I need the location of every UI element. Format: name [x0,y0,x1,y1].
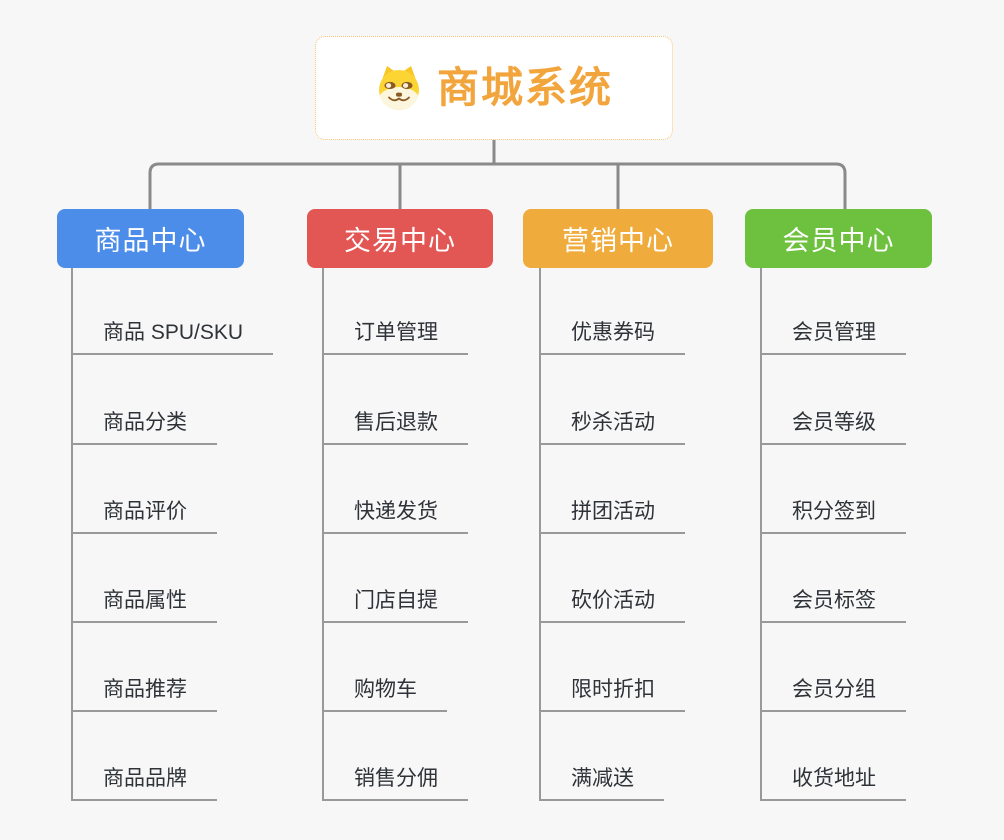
subtopic-product-center-4[interactable]: 商品推荐 [71,672,217,712]
branch-node-member-center[interactable]: 会员中心 [745,209,932,268]
subtopic-marketing-center-2[interactable]: 拼团活动 [539,494,685,534]
subtopic-marketing-center-0[interactable]: 优惠券码 [539,315,685,355]
subtopic-marketing-center-4[interactable]: 限时折扣 [539,672,685,712]
branch-drop-line [539,268,541,801]
subtopic-trade-center-4[interactable]: 购物车 [322,672,447,712]
branch-node-trade-center[interactable]: 交易中心 [307,209,493,268]
subtopic-member-center-0[interactable]: 会员管理 [760,315,906,355]
subtopic-marketing-center-3[interactable]: 砍价活动 [539,583,685,623]
subtopic-trade-center-5[interactable]: 销售分佣 [322,761,468,801]
branch-drop-line [322,268,324,801]
subtopic-member-center-3[interactable]: 会员标签 [760,583,906,623]
root-title: 商城系统 [436,64,613,111]
branch-drop-line [760,268,762,801]
doge-icon [378,66,419,110]
subtopic-marketing-center-1[interactable]: 秒杀活动 [539,405,685,445]
subtopic-member-center-5[interactable]: 收货地址 [760,761,906,801]
branch-drop-line [71,268,73,801]
subtopic-member-center-2[interactable]: 积分签到 [760,494,906,534]
subtopic-product-center-3[interactable]: 商品属性 [71,583,217,623]
root-node-mall-system[interactable]: 商城系统 [315,36,673,140]
subtopic-marketing-center-5[interactable]: 满减送 [539,761,664,801]
subtopic-trade-center-2[interactable]: 快递发货 [322,494,468,534]
subtopic-product-center-0[interactable]: 商品 SPU/SKU [71,315,274,355]
subtopic-member-center-4[interactable]: 会员分组 [760,672,906,712]
subtopic-product-center-2[interactable]: 商品评价 [71,494,217,534]
branch-node-product-center[interactable]: 商品中心 [57,209,244,268]
subtopic-trade-center-1[interactable]: 售后退款 [322,405,468,445]
subtopic-product-center-5[interactable]: 商品品牌 [71,761,217,801]
subtopic-trade-center-3[interactable]: 门店自提 [322,583,468,623]
branch-node-marketing-center[interactable]: 营销中心 [523,209,713,268]
subtopic-product-center-1[interactable]: 商品分类 [71,405,217,445]
subtopic-trade-center-0[interactable]: 订单管理 [322,315,468,355]
subtopic-member-center-1[interactable]: 会员等级 [760,405,906,445]
